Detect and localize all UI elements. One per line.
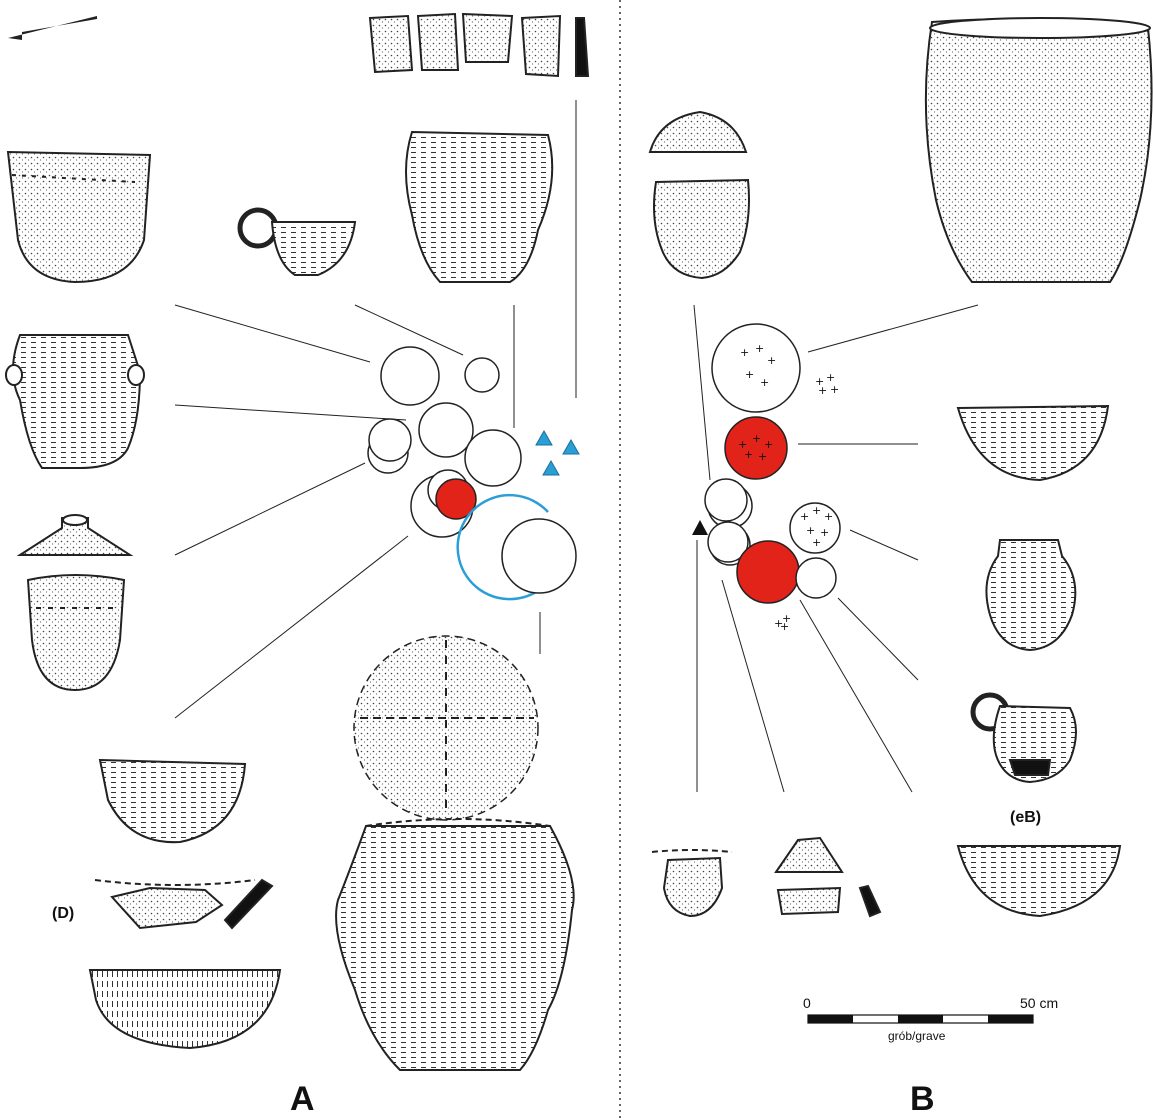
- vessel-a-lid: [20, 515, 130, 555]
- svg-text:+: +: [780, 620, 789, 633]
- svg-text:+: +: [767, 354, 776, 367]
- scale-caption: grób/grave: [888, 1029, 946, 1043]
- triangle-icon: [563, 440, 579, 454]
- vessel-b-lid-fragment: [776, 838, 880, 916]
- triangle-icon: [536, 431, 552, 445]
- svg-text:+: +: [800, 510, 809, 523]
- vessel-a-bowl-1: [100, 760, 245, 842]
- vessel-a-bowl-fragment: [95, 880, 272, 928]
- svg-text:+: +: [760, 376, 769, 389]
- svg-text:+: +: [812, 504, 821, 517]
- vessel-a-jar-top: [406, 132, 552, 282]
- vessel-b-jug: [973, 695, 1076, 782]
- vessel-a-beaker-small: [28, 575, 124, 690]
- svg-text:+: +: [812, 536, 821, 549]
- vessel-b-bowl-2: [958, 846, 1120, 916]
- vessel-a-bowl-2: [90, 970, 280, 1048]
- vessel-sherds-row: [370, 14, 588, 76]
- vessel-a-lugged-jar: [6, 335, 144, 468]
- panel-a: (D) A: [6, 14, 588, 1118]
- triangle-icon: [543, 461, 559, 475]
- svg-text:+: +: [752, 432, 761, 445]
- label-d: (D): [52, 905, 74, 922]
- panel-letter-a: A: [290, 1080, 315, 1118]
- svg-text:+: +: [818, 384, 827, 397]
- scale-end-label: 50 cm: [1020, 995, 1058, 1011]
- vessel-b-lid-small: [650, 112, 746, 152]
- svg-text:+: +: [758, 450, 767, 463]
- scale-bar: 0 50 cm grób/grave: [803, 995, 1058, 1043]
- north-arrow-icon: [8, 16, 97, 40]
- panel-letter-b: B: [910, 1080, 935, 1118]
- vessel-b-bowl-1: [958, 406, 1108, 480]
- vessel-a-cup-large: [8, 152, 150, 282]
- vessel-b-cup-fragment: [652, 850, 732, 916]
- vessel-a-handled-cup: [240, 210, 355, 275]
- svg-text:+: +: [745, 368, 754, 381]
- svg-text:+: +: [755, 342, 764, 355]
- triangle-icon: [692, 520, 708, 535]
- label-eb: (eB): [1010, 809, 1041, 826]
- svg-text:+: +: [830, 383, 839, 396]
- triangle-markers-a: [536, 431, 579, 475]
- vessel-b-large-pot: [926, 18, 1152, 282]
- svg-text:+: +: [820, 526, 829, 539]
- vessel-b-jar-medium: [986, 540, 1075, 650]
- scale-start-label: 0: [803, 995, 811, 1011]
- vessel-a-decorated-plate: [354, 636, 538, 820]
- svg-text:+: +: [744, 448, 753, 461]
- vessel-a-large-jar: [336, 819, 574, 1070]
- svg-text:+: +: [824, 510, 833, 523]
- svg-text:+: +: [740, 346, 749, 359]
- vessel-b-jar-small: [654, 180, 749, 278]
- panel-b: +++ ++ ++++ +++ ++ +++ +++ +++ (eB) 0 50…: [650, 18, 1152, 1118]
